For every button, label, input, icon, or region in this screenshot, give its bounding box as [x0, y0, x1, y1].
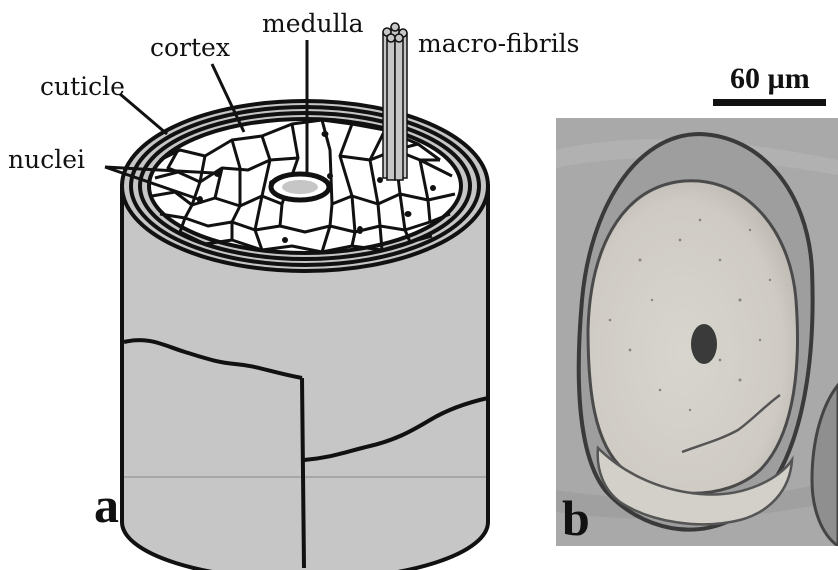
scale-bar [713, 99, 826, 106]
micrograph-medulla [691, 324, 717, 364]
cuticle-leader [120, 94, 167, 134]
cuticle-scale-line [302, 378, 304, 568]
cortex-label: cortex [150, 33, 230, 62]
panel-b-label: b [562, 490, 590, 546]
micrograph-panel: 60 µm [556, 62, 838, 546]
scale-bar-label: 60 µm [730, 62, 810, 95]
medulla-core [282, 180, 318, 194]
hair-cylinder-diagram: medulla cortex macro-fibrils cuticle nuc… [8, 9, 580, 570]
macro-fibrils-label: macro-fibrils [418, 29, 580, 58]
medulla-label: medulla [262, 9, 364, 38]
nuclei-label: nuclei [8, 145, 85, 174]
panel-a-label: a [94, 477, 119, 533]
cuticle-label: cuticle [40, 72, 125, 101]
macro-fibrils-bundle [383, 23, 407, 180]
